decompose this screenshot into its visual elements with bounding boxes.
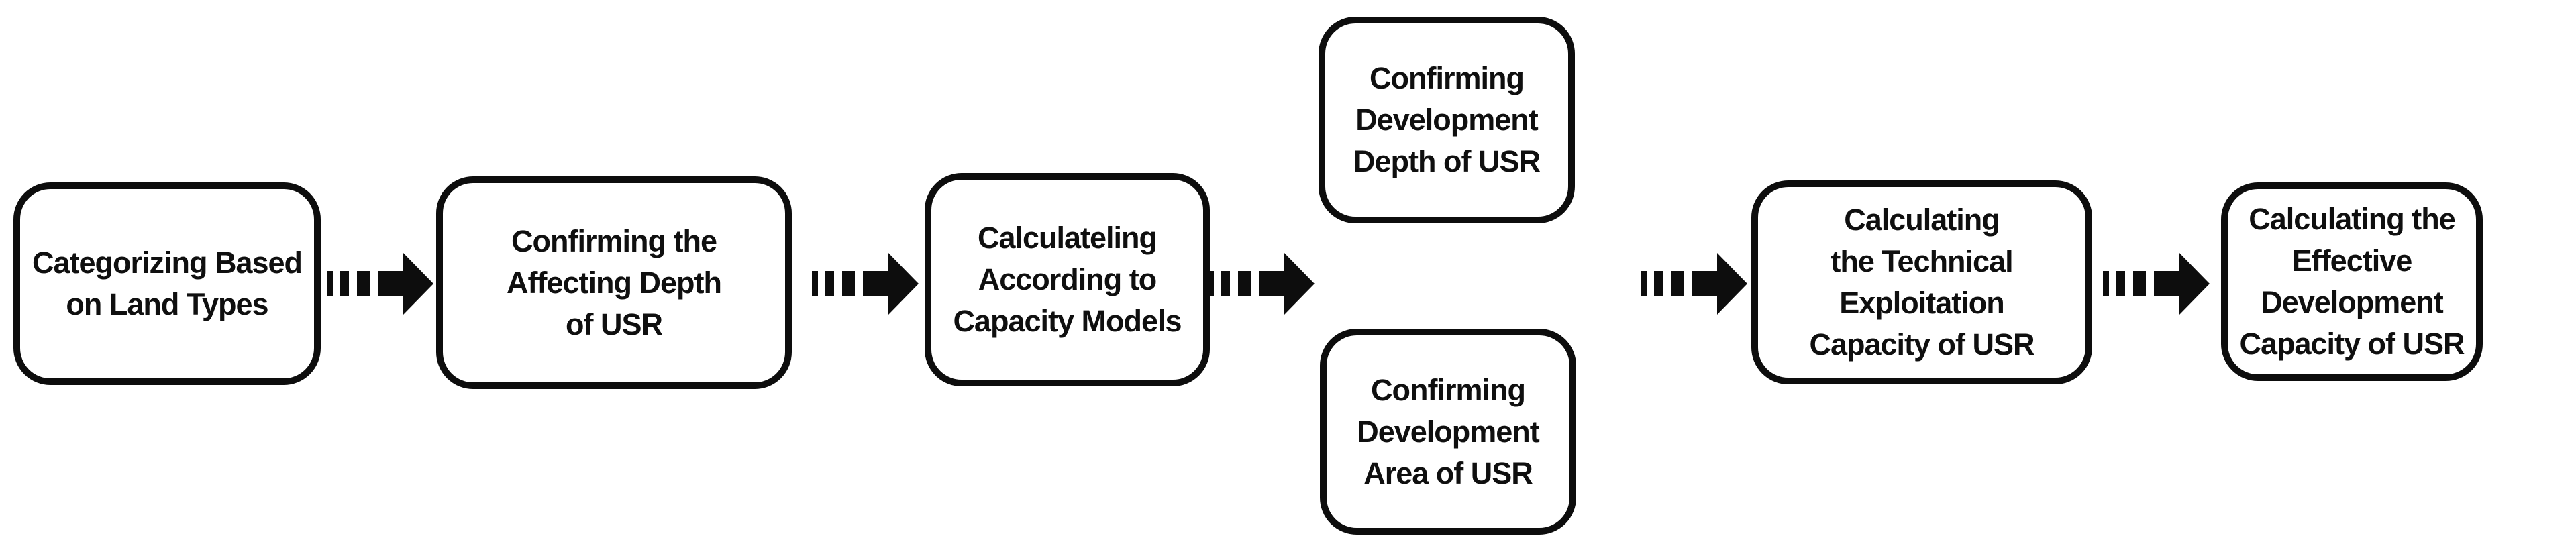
flow-step-confirming-affecting-depth: Confirming the Affecting Depth of USR	[436, 176, 792, 389]
striped-right-arrow-icon	[2103, 253, 2210, 315]
flow-step-calculating-capacity-models: Calculateling According to Capacity Mode…	[925, 173, 1210, 386]
flow-step-confirming-development-depth: Confirming Development Depth of USR	[1319, 17, 1575, 223]
flow-step-categorizing-land-types: Categorizing Based on Land Types	[13, 182, 321, 385]
flow-step-confirming-development-area: Confirming Development Area of USR	[1320, 329, 1576, 535]
striped-right-arrow-icon	[1208, 253, 1315, 315]
striped-right-arrow-icon	[327, 253, 433, 315]
striped-right-arrow-icon	[1641, 253, 1747, 315]
flow-step-technical-exploitation-capacity: Calculating the Technical Exploitation C…	[1751, 180, 2092, 384]
flow-step-effective-development-capacity: Calculating the Effective Development Ca…	[2221, 182, 2483, 381]
striped-right-arrow-icon	[812, 253, 919, 315]
